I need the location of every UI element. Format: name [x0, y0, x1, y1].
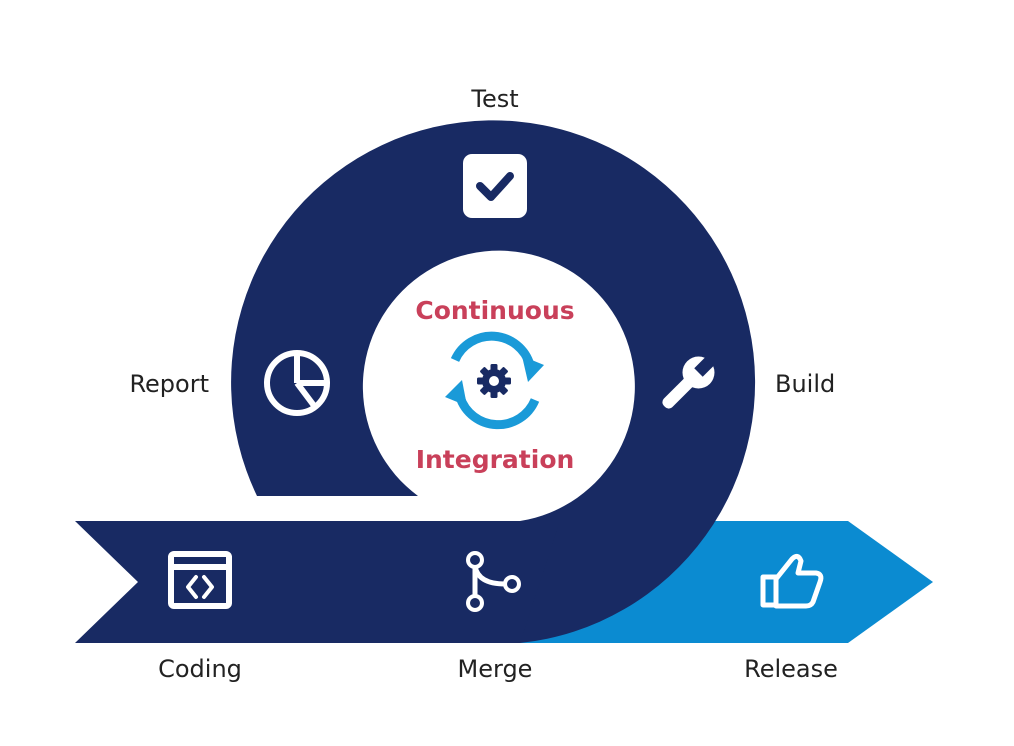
center-title-bottom: Integration: [416, 445, 575, 474]
report-label: Report: [129, 370, 209, 398]
build-label: Build: [775, 370, 835, 398]
pie-chart-icon: [264, 350, 330, 416]
wrench-icon: [662, 354, 717, 409]
spiral-ring: [231, 120, 756, 643]
git-merge-icon: [466, 551, 521, 612]
checkbox-icon: [463, 154, 527, 218]
test-label: Test: [470, 85, 518, 113]
gear-icon: [477, 364, 511, 398]
center-title-top: Continuous: [415, 296, 574, 325]
code-window-icon: [168, 551, 232, 609]
coding-label: Coding: [158, 655, 242, 683]
cycle-gear-icon: [445, 331, 544, 430]
thumbs-up-icon: [760, 553, 824, 609]
merge-label: Merge: [458, 655, 533, 683]
release-label: Release: [744, 655, 838, 683]
